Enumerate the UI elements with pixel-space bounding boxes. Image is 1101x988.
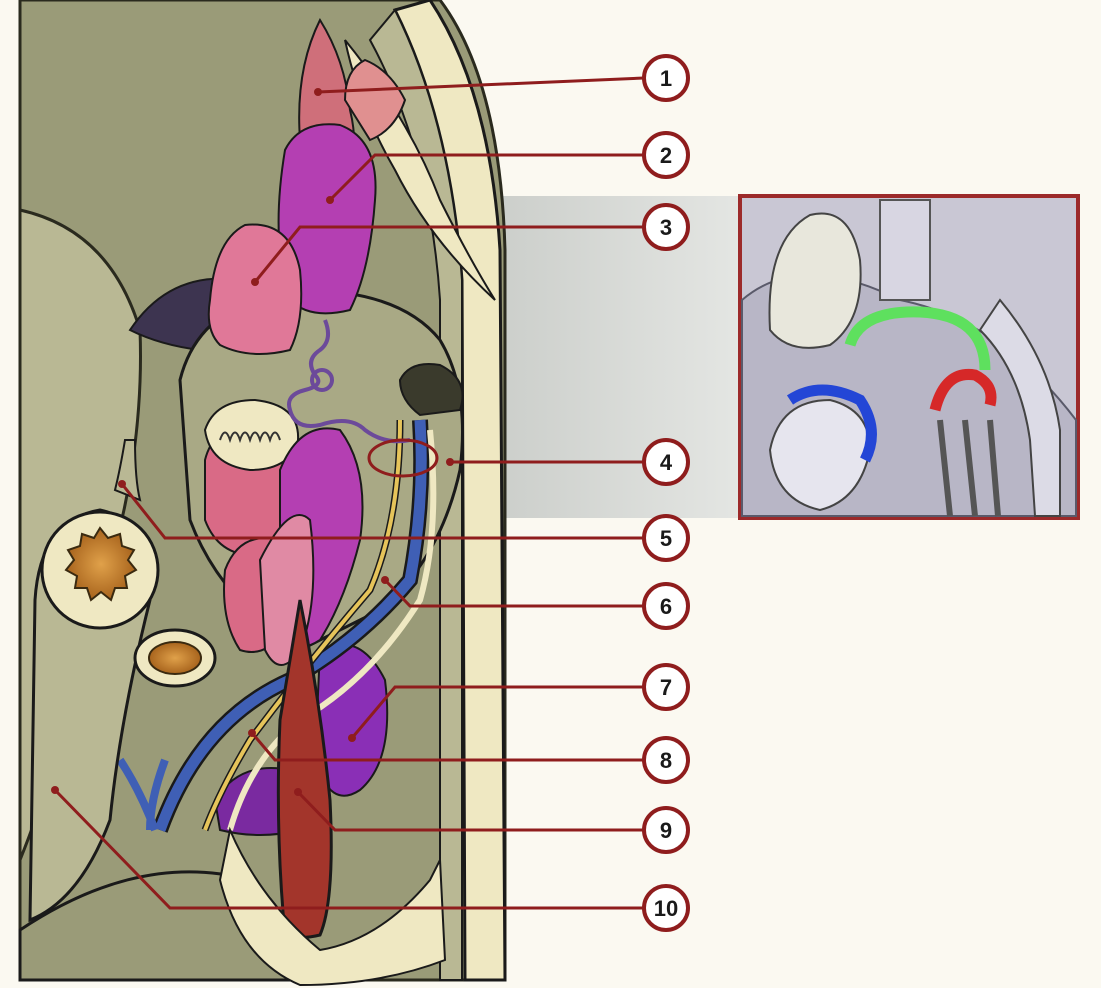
callout-label-10: 10 — [654, 896, 678, 921]
leader-anchor-10 — [51, 786, 59, 794]
callout-label-3: 3 — [660, 215, 672, 240]
leader-anchor-5 — [118, 480, 126, 488]
inset-column — [879, 199, 931, 301]
callout-label-2: 2 — [660, 143, 672, 168]
outer-cream-band-bottom — [218, 826, 447, 987]
callout-circle-5 — [642, 514, 690, 562]
nerve-blue-fill — [154, 419, 427, 832]
callout-circle-3 — [642, 203, 690, 251]
magnification-band — [470, 196, 742, 518]
callout-circle-2 — [642, 131, 690, 179]
blue-branch-left — [116, 757, 169, 832]
callout-label-6: 6 — [660, 594, 672, 619]
inset-ring-green — [844, 306, 991, 371]
callout-label-5: 5 — [660, 526, 672, 551]
leader-line-1 — [317, 76, 645, 94]
loop-pocket — [398, 363, 464, 417]
brown-vessel — [276, 599, 333, 939]
callout-circle-4 — [642, 438, 690, 486]
muscle-1b — [343, 58, 407, 142]
leader-line-3 — [253, 225, 644, 283]
muscle-7 — [313, 643, 389, 797]
callouts: 1 2 3 4 5 6 7 8 9 10 — [51, 54, 690, 932]
callout-circle-10 — [642, 884, 690, 932]
inset-panel — [738, 194, 1080, 520]
tube-section-small-lumen — [148, 641, 202, 675]
leader-line-9 — [296, 790, 644, 832]
duct-opening — [310, 368, 334, 392]
leader-anchor-2 — [326, 196, 334, 204]
inset-ring-red — [929, 368, 997, 412]
leader-anchor-7 — [348, 734, 356, 742]
inset-tubes — [937, 419, 1001, 517]
inset-bone-cap — [768, 212, 862, 349]
leader-line-5 — [120, 483, 644, 540]
gland-folds — [219, 431, 281, 444]
leader-line-6 — [383, 578, 644, 608]
leader-line-2 — [328, 153, 644, 202]
callout-circle-8 — [642, 736, 690, 784]
callout-label-9: 9 — [660, 818, 672, 843]
leader-line-8 — [250, 732, 644, 762]
nerve-yellow-fill — [203, 419, 402, 831]
leader-anchor-3 — [251, 278, 259, 286]
cross-section — [18, 0, 507, 987]
callout-circle-9 — [642, 806, 690, 854]
nerve-cream — [227, 429, 437, 831]
callout-circle-7 — [642, 663, 690, 711]
leader-line-7 — [350, 685, 644, 739]
leader-anchor-9 — [294, 788, 302, 796]
tube-section-large-lumen — [64, 526, 138, 602]
inset-right-wall — [978, 298, 1061, 517]
callout-label-4: 4 — [660, 450, 673, 475]
leader-anchor-8 — [248, 729, 256, 737]
callout-circle-6 — [642, 582, 690, 630]
callout-label-8: 8 — [660, 748, 672, 773]
leader-anchor-6 — [381, 576, 389, 584]
leader-anchor-1 — [314, 88, 322, 96]
inset-ring-blue — [786, 384, 877, 463]
callout-label-7: 7 — [660, 675, 672, 700]
leader-line-10 — [53, 788, 644, 910]
leader-anchor-4 — [446, 458, 454, 466]
callout-circle-1 — [642, 54, 690, 102]
muscle-3 — [207, 223, 303, 355]
callout-label-1: 1 — [660, 66, 672, 91]
callout-4-highlight-ring — [367, 438, 439, 478]
coiled-duct — [287, 319, 411, 444]
